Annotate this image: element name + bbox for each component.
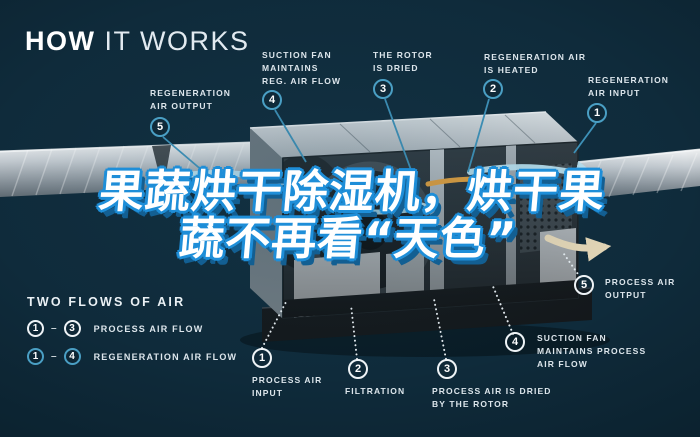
legend-row-process: 1 – 3 PROCESS AIR FLOW (27, 320, 237, 337)
headline-line1: 果蔬烘干除湿机，烘干果 (96, 165, 608, 218)
process-output-label: PROCESS AIR OUTPUT (605, 277, 676, 300)
filtration-label: FILTRATION (345, 386, 406, 396)
regen-output-label: REGENERATION AIR OUTPUT (150, 88, 232, 111)
headline: 果蔬烘干除湿机，烘干果 蔬不再看“天色” (0, 165, 700, 265)
legend-row-regeneration: 1 – 4 REGENERATION AIR FLOW (27, 348, 237, 365)
rotor-dried-number: 3 (373, 79, 393, 99)
legend-regen-from: 1 (27, 348, 44, 365)
regen-heated-number: 2 (483, 79, 503, 99)
legend-regen-label: REGENERATION AIR FLOW (93, 351, 238, 362)
process-input-number: 1 (252, 348, 272, 368)
page-title-light: IT WORKS (104, 26, 250, 56)
process-input-label: PROCESS AIR INPUT (252, 375, 323, 398)
page-title: HOW IT WORKS (25, 26, 250, 57)
regen-output-number: 5 (150, 117, 170, 137)
legend-process-to: 3 (63, 320, 81, 337)
regen-input-label: REGENERATION AIR INPUT (588, 75, 670, 98)
regen-input-number: 1 (587, 103, 607, 123)
process-dried-number: 3 (437, 359, 457, 379)
process-dried-label: PROCESS AIR IS DRIED BY THE ROTOR (432, 386, 552, 409)
filtration-number: 2 (348, 359, 368, 379)
legend-regen-to: 4 (63, 348, 81, 365)
legend: TWO FLOWS OF AIR 1 – 3 PROCESS AIR FLOW … (27, 295, 237, 365)
legend-process-from: 1 (27, 320, 44, 337)
regen-suction-fan-number: 4 (262, 90, 282, 110)
process-output-number: 5 (574, 275, 594, 295)
legend-process-dash: – (51, 323, 57, 334)
process-suction-fan-label: SUCTION FAN MAINTAINS PROCESS AIR FLOW (537, 333, 647, 369)
rotor-dried-label: THE ROTOR IS DRIED (373, 50, 433, 73)
legend-process-label: PROCESS AIR FLOW (93, 323, 204, 334)
regen-suction-fan-label: SUCTION FAN MAINTAINS REG. AIR FLOW (262, 50, 342, 86)
process-suction-fan-number: 4 (505, 332, 525, 352)
legend-title: TWO FLOWS OF AIR (27, 295, 186, 309)
headline-line2: 蔬不再看“天色” (177, 211, 519, 265)
regen-heated-label: REGENERATION AIR IS HEATED (484, 52, 587, 75)
legend-regen-dash: – (51, 351, 57, 362)
page-title-bold: HOW (25, 26, 96, 56)
